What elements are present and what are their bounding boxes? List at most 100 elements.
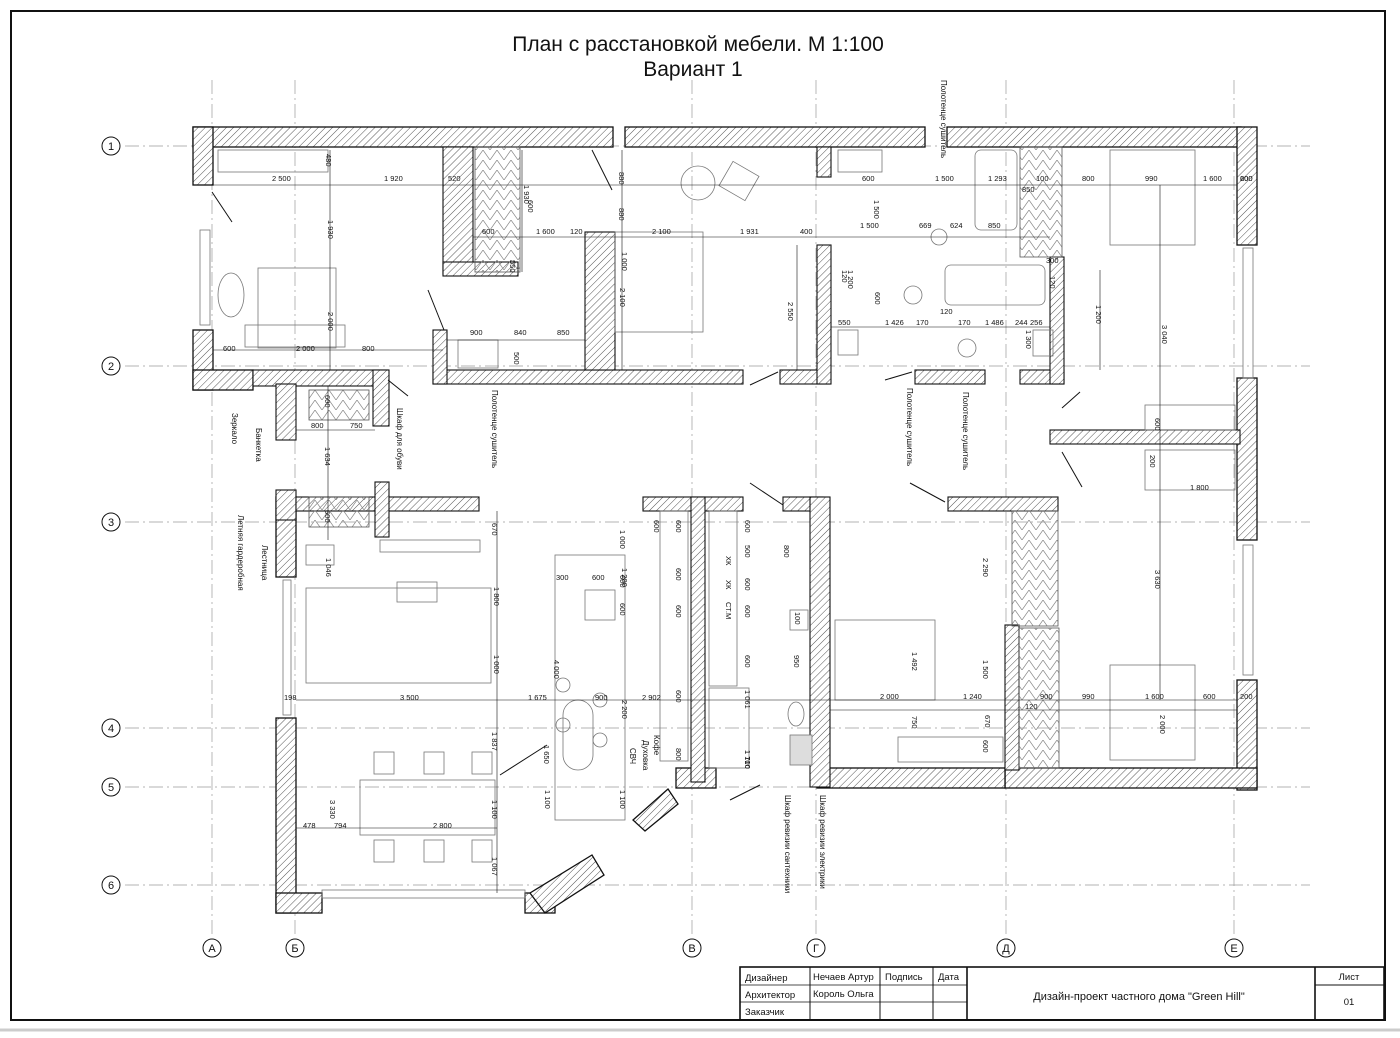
- dimension-value: 2 290: [981, 558, 990, 577]
- axis-col-marker: Е: [1224, 938, 1244, 958]
- role-designer: Дизайнер: [745, 973, 788, 984]
- dimension-value: 500: [512, 352, 521, 365]
- dimension-value: 244: [1015, 318, 1028, 327]
- dimension-value: 1 600: [536, 227, 555, 236]
- project-name: Дизайн-проект частного дома "Green Hill": [1033, 991, 1245, 1003]
- appliance-labels: ХК ХК СТ.М: [724, 556, 733, 619]
- dimension-value: 100: [793, 612, 802, 625]
- axis-row-label: 5: [108, 782, 114, 794]
- bed-4: [1109, 664, 1196, 761]
- note-summer-wardrobe: Летняя гардеробная: [236, 515, 245, 591]
- dimension-value: 300: [556, 573, 569, 582]
- dimension-value: 1 675: [528, 693, 547, 702]
- dimension-value: 2 000: [880, 692, 899, 701]
- dimension-value: 2 500: [272, 174, 291, 183]
- wardrobes: [308, 146, 1063, 769]
- dimension-value: 1 000: [492, 655, 501, 674]
- name-architect: Король Ольга: [813, 989, 874, 1000]
- dimension-value: 1 061: [743, 690, 752, 709]
- bathtub-oval: [217, 272, 245, 318]
- dimension-value: 2 100: [618, 288, 627, 307]
- dimension-value: 600: [323, 395, 332, 408]
- round-table: [680, 165, 716, 201]
- dimension-value: 990: [1082, 692, 1095, 701]
- dimension-value: 1 000: [620, 252, 629, 271]
- dimension-value: 1 920: [384, 174, 403, 183]
- dimension-value: 550: [508, 260, 517, 273]
- axis-row-marker: 5: [101, 777, 121, 797]
- sheet-number: 01: [1344, 997, 1355, 1008]
- fridge-label: ХК: [724, 556, 733, 566]
- name-designer: Нечаев Артур: [813, 972, 874, 983]
- note-towel-mid1: Полотенце сушитель: [905, 388, 914, 466]
- inner-walls: [252, 146, 1241, 788]
- dimension-value: 256: [1030, 318, 1043, 327]
- plan-subtitle: Вариант 1: [643, 58, 743, 81]
- dimension-value: 600: [743, 605, 752, 618]
- dimension-value: 600: [743, 578, 752, 591]
- sofa: [305, 587, 492, 684]
- dimension-value: 990: [1145, 174, 1158, 183]
- dimension-value: 120: [1025, 702, 1038, 711]
- dimension-value: 200: [1240, 174, 1253, 183]
- axis-col-label: А: [208, 943, 216, 955]
- dimension-value: 3 630: [1153, 570, 1162, 589]
- dimension-value: 198: [284, 693, 297, 702]
- dimension-value: 400: [800, 227, 813, 236]
- axis-row-label: 6: [108, 880, 114, 892]
- dimension-value: 1 930: [326, 220, 335, 239]
- signature-label: Подпись: [885, 972, 923, 983]
- armchair: [718, 160, 760, 202]
- bed-3: [1109, 149, 1196, 246]
- furniture: [199, 149, 1254, 899]
- dimension-value: 200: [1240, 692, 1253, 701]
- axis-row-label: 4: [108, 723, 114, 735]
- axis-row-marker: 1: [101, 136, 121, 156]
- dimension-value: 600: [323, 510, 332, 523]
- dimension-value: 1 000: [618, 530, 627, 549]
- dimension-value: 2 902: [642, 693, 661, 702]
- dimension-value: 800: [782, 545, 791, 558]
- dimension-value: 669: [919, 221, 932, 230]
- title-block: [739, 966, 1385, 1021]
- axis-row-label: 2: [108, 361, 114, 373]
- dimension-value: 1 800: [1190, 483, 1209, 492]
- dimension-value: 750: [910, 716, 919, 729]
- dimension-value: 1 931: [740, 227, 759, 236]
- dimension-value: 1 100: [490, 800, 499, 819]
- dimension-value: 800: [1082, 174, 1095, 183]
- dimension-value: 480: [324, 154, 333, 167]
- axis-col-label: Д: [1002, 943, 1010, 955]
- dimension-value: 3 040: [1160, 325, 1169, 344]
- dimension-value: 1 200: [620, 568, 629, 587]
- dimension-value: 600: [674, 520, 683, 533]
- date-label: Дата: [938, 972, 960, 983]
- dimension-value: 1 600: [1203, 174, 1222, 183]
- note-shoe-cabinet: Шкаф для обуви: [395, 408, 404, 470]
- dimension-value: 300: [1046, 256, 1059, 265]
- dimension-value: 1 500: [872, 200, 881, 219]
- dimension-value: 600: [674, 690, 683, 703]
- axis-col-marker: А: [202, 938, 222, 958]
- dimension-value: 880: [617, 208, 626, 221]
- dimension-value: 600: [873, 292, 882, 305]
- dimension-value: 850: [1022, 185, 1035, 194]
- bed-1: [257, 267, 337, 349]
- note-bench: Банкетка: [254, 428, 263, 462]
- dimension-value: 1 650: [542, 745, 551, 764]
- dimension-value: 624: [950, 221, 963, 230]
- dimension-value: 1 200: [1094, 305, 1103, 324]
- dimension-value: 170: [916, 318, 929, 327]
- outer-walls: [192, 126, 1258, 914]
- doors: [211, 149, 1083, 801]
- dimension-value: 750: [350, 421, 363, 430]
- role-architect: Архитектор: [745, 990, 795, 1001]
- dimension-value: 2 200: [620, 700, 629, 719]
- note-stairs: Лестница: [260, 545, 269, 581]
- note-towel-top: Полотенце сушитель: [939, 80, 948, 158]
- axis-col-marker: Д: [996, 938, 1016, 958]
- dimension-value: 2 100: [652, 227, 671, 236]
- dimension-value: 120: [940, 307, 953, 316]
- dimension-value: 800: [362, 344, 375, 353]
